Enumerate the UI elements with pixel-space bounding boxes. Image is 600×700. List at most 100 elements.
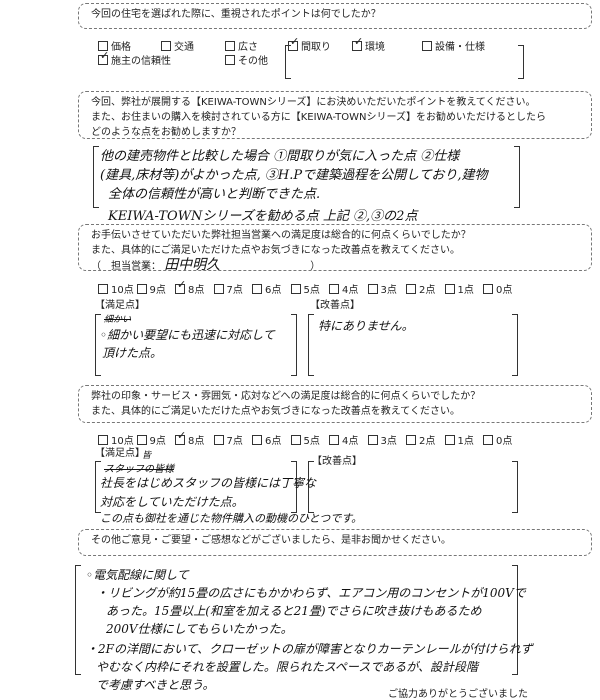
q3-score-option[interactable]: 3点 [367,281,397,296]
q4-score-option[interactable]: 7点 [213,432,243,447]
score-label: 4点 [342,436,359,447]
q4-score-option[interactable]: 5点 [290,432,320,447]
checkbox[interactable] [444,435,455,445]
other-bracket-left [285,45,291,79]
q4-score-option[interactable]: 8点 [175,429,205,447]
checkbox[interactable] [290,435,301,445]
q4-question-line: 弊社の印象・サービス・雰囲気・応対などへの満足度は総合的に何点くらいでしたか？ [91,391,481,402]
score-label: 9点 [149,285,166,296]
q5-answer-line: ・2Fの洋間において、クローゼットの扉が障害となりカーテンレールが付けられず [86,642,533,656]
checkbox[interactable] [213,435,224,445]
q3-score-option[interactable]: 5点 [290,281,320,296]
checkbox-checked[interactable] [288,35,299,51]
checkbox-checked[interactable] [352,35,363,51]
option-label: 施主の信頼性 [111,56,171,67]
q4-improve-label: 【改善点】 [312,456,362,467]
checkbox[interactable] [136,284,147,294]
q1-question-box: 今回の住宅を選ばれた際に、重視されたポイントは何でしたか？ [78,3,592,29]
checkbox[interactable] [329,284,339,294]
q3-score-option[interactable]: 9点 [136,281,166,296]
checkbox[interactable] [444,284,455,294]
checkbox[interactable] [175,278,186,294]
score-label: 8点 [188,436,205,447]
q4-good-line: 対応をしていただけた点。 [100,495,244,509]
q3-score-option[interactable]: 8点 [175,278,204,296]
option-label: 価格 [111,42,131,53]
q3-score-option[interactable]: 4点 [329,281,358,296]
checkbox[interactable] [98,284,108,294]
q4-question-line: また、具体的にご満足いただけた点やお気づきになった改善点を教えてください。 [91,406,460,417]
score-label: 1点 [457,285,474,296]
q3-score-option[interactable]: 10点 [98,281,134,296]
q5-question: その他ご意見・ご要望・ご感想などがございましたら、是非お聞かせください。 [91,535,451,546]
thanks-text: ご協力ありがとうございました [388,689,528,700]
checkbox[interactable] [225,55,235,65]
checkbox[interactable] [161,41,171,51]
q3-score-option[interactable]: 6点 [252,281,281,296]
q1-option-other[interactable]: その他 [225,52,268,67]
q3-improve-text: 特にありません。 [318,319,414,333]
score-label: 5点 [303,436,320,447]
checkbox[interactable] [98,435,108,445]
q1-option-layout[interactable]: 間取り [288,35,331,53]
checkbox[interactable] [367,284,378,294]
q4-score-option[interactable]: 1点 [444,432,474,447]
checkbox[interactable] [367,435,378,445]
q4-score-option[interactable]: 6点 [252,432,281,447]
sales-close: ） [310,261,321,272]
q1-option-builder-trust[interactable]: 施主の信頼性 [98,49,171,67]
checkbox[interactable] [483,435,493,445]
q3-good-struck: 細かい [104,315,132,325]
q5-answer-line: で考慮すべきと思う。 [96,678,215,692]
q1-option-size[interactable]: 広さ [225,38,258,53]
q3-score-option[interactable]: 7点 [213,281,243,296]
checkbox[interactable] [252,435,262,445]
checkbox[interactable] [252,284,262,294]
q4-score-option[interactable]: 9点 [136,432,166,447]
checkbox[interactable] [422,41,432,51]
q2-question-line: また、お住まいの購入を検討されている方に【KEIWA-TOWNシリーズ】をお勧め… [91,112,547,123]
q2-answer-line: (建具,床材等)がよかった点, ③H.Pで建築過程を公開しており,建物 [100,168,488,183]
checkbox[interactable] [225,41,235,51]
checkbox[interactable] [213,284,224,294]
checkbox[interactable] [329,435,339,445]
score-label: 3点 [380,285,397,296]
q4-score-option[interactable]: 0点 [483,432,512,447]
q5-answer-line: あった。15畳以上(和室を加えると21畳)でさらに吹き抜けもあるため [106,604,482,618]
score-label: 4点 [342,285,359,296]
q3-score-option[interactable]: 2点 [406,281,435,296]
q4-score-option[interactable]: 3点 [367,432,397,447]
q4-score-option[interactable]: 4点 [329,432,358,447]
checkbox[interactable] [136,435,147,445]
q1-option-environment[interactable]: 環境 [352,35,385,53]
q5-answer-line: 200V仕様にしてもらいたかった。 [106,622,293,636]
option-label: 環境 [365,42,385,53]
score-label: 6点 [265,436,282,447]
q3-good-bracket-right [291,314,297,376]
other-bracket-right [518,45,524,79]
score-label: 6点 [265,285,282,296]
q3-score-option[interactable]: 0点 [483,281,512,296]
option-label: 設備・仕様 [435,42,485,53]
score-label: 3点 [380,436,397,447]
checkbox-checked[interactable] [98,49,109,65]
score-label: 10点 [111,436,134,447]
q4-improve-bracket-left [308,461,314,513]
q4-score-option[interactable]: 2点 [406,432,435,447]
q4-score-option[interactable]: 10点 [98,432,134,447]
checkbox[interactable] [406,435,416,445]
score-label: 0点 [496,436,513,447]
q5-answer-line: ・リビングが約15畳の広さにもかかわらず、エアコン用のコンセントが100Vで [96,586,526,600]
q2-answer-line: 他の建売物件と比較した場合 ①間取りが気に入った点 ②仕様 [100,149,460,164]
checkbox[interactable] [406,284,416,294]
q1-option-equipment[interactable]: 設備・仕様 [422,38,485,53]
checkbox[interactable] [483,284,493,294]
checkbox[interactable] [175,429,186,445]
q3-score-option[interactable]: 1点 [444,281,474,296]
q1-option-transport[interactable]: 交通 [161,38,194,53]
q2-bracket-left [93,146,99,208]
option-label: 間取り [301,42,331,53]
checkbox[interactable] [290,284,301,294]
score-label: 1点 [457,436,474,447]
